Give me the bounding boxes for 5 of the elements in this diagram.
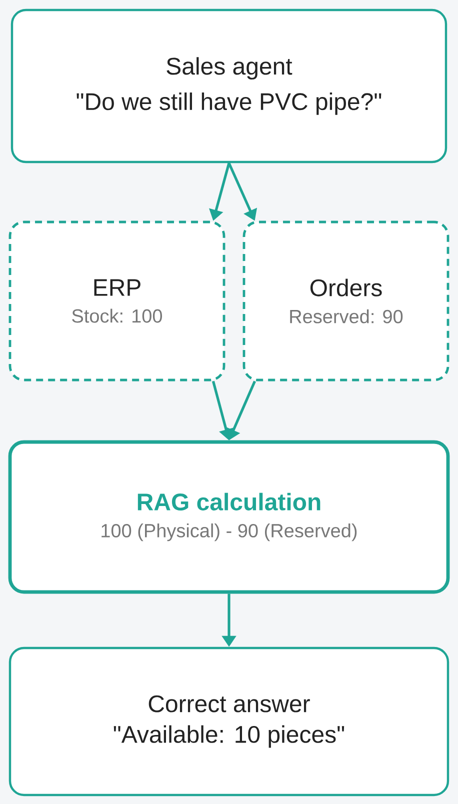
source-box: ERP Stock: 100 [8, 220, 226, 382]
process-box: Sales agent "Do we still have PVC pipe?" [10, 8, 448, 164]
result-box: Correct answer "Available: 10 pieces" [8, 646, 450, 796]
process-box: RAG calculation 100 (Physical) - 90 (Reserved) [8, 440, 450, 594]
source-box: Orders Reserved: 90 [242, 220, 450, 382]
